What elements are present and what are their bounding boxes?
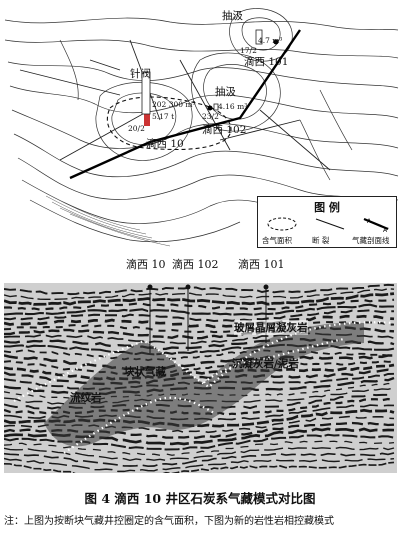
- seismic-reflector-line: [4, 314, 395, 329]
- seismic-reflector-line: [4, 452, 395, 468]
- well-101-column: [255, 29, 263, 45]
- seismic-reflector-line: [4, 461, 395, 473]
- legend-gas-area-symbol: [267, 217, 297, 231]
- seismic-reflector-line: [4, 440, 395, 456]
- figure-note: 注：上图为按断块气藏井控圈定的含气面积，下图为新的岩性岩相控藏模式: [4, 516, 334, 527]
- well-102-marker: [207, 105, 213, 111]
- map-label-well-10: 滴西 10: [146, 138, 184, 150]
- seismic-section: [4, 283, 397, 473]
- map-num-mid-rate: 4.16 m³: [218, 102, 248, 111]
- legend-section-symbol: [363, 217, 389, 231]
- well-name-row: 滴西 10 滴西 102 滴西 101: [0, 256, 400, 272]
- legend-item-fault: 断 裂: [312, 236, 330, 245]
- map-num-left-rate2: 5.17 t: [152, 112, 175, 121]
- seismic-reflector-line: [4, 415, 395, 434]
- seismic-label-tuff: 玻屑晶屑凝灰岩: [234, 320, 308, 335]
- seismic-reflector-line: [4, 363, 395, 381]
- seismic-reflector-line: [4, 326, 395, 340]
- svg-text:A': A': [383, 227, 389, 233]
- legend-symbols: A A': [267, 217, 389, 233]
- map-label-choujie-top: 抽汲: [222, 10, 243, 22]
- seismic-label-rhyolite: 流纹岩: [70, 392, 102, 404]
- map-num-top-code: 17/2: [240, 46, 257, 55]
- map-num-left-rate: 202 300 m³: [152, 100, 196, 109]
- map-label-well-102: 滴西 102: [202, 124, 247, 136]
- seismic-reflector-line: [4, 457, 395, 473]
- well-10-column: [141, 71, 151, 115]
- map-label-well-101: 滴西 101: [244, 56, 289, 68]
- map-label-choujie-mid: 抽汲: [215, 86, 236, 98]
- map-label-zhenfa: 针阀: [130, 68, 151, 80]
- legend-item-gas: 含气面积: [262, 236, 292, 245]
- well-row-102: 滴西 102: [172, 258, 219, 271]
- lithology-boundaries: [13, 321, 395, 454]
- map-num-top-rate: 4.7 m³: [258, 36, 283, 45]
- seismic-reflector-line: [4, 446, 395, 462]
- seismic-reflector-line: [4, 309, 395, 323]
- seismic-reflector-line: [4, 354, 394, 371]
- svg-text:A: A: [367, 218, 372, 225]
- seismic-label-mudstone: 沉凝灰岩/泥岩: [232, 358, 299, 370]
- seismic-reflector-line: [4, 292, 395, 306]
- section-line: [69, 29, 301, 180]
- legend-item-section: 气藏剖面线: [352, 236, 390, 245]
- map-num-left-code: 20/2: [128, 124, 145, 133]
- legend-fault-symbol: [315, 218, 345, 230]
- contour-lines: [4, 8, 399, 243]
- dense-contours: [39, 189, 171, 247]
- figure-caption: 图 4 滴西 10 井区石炭系气藏模式对比图: [84, 491, 316, 506]
- well-101-marker: [273, 39, 279, 45]
- seismic-reflector-line: [4, 349, 395, 362]
- legend-title: 图 例: [314, 201, 340, 214]
- well-102-column: [213, 103, 219, 111]
- well-row-101: 滴西 101: [238, 258, 285, 271]
- well-row-10: 滴西 10: [126, 258, 166, 271]
- well-heads: [147, 284, 269, 290]
- contour-map: [4, 8, 399, 247]
- seismic-reflector-line: [4, 303, 394, 316]
- seismic-reflector-line: [4, 360, 395, 376]
- seismic-reflector-line: [4, 283, 395, 296]
- well-10-marker: [144, 114, 150, 126]
- seismic-reflector-line: [4, 368, 395, 386]
- seismic-reflector-line: [4, 298, 395, 311]
- seismic-label-gas-reservoir: 块状气藏: [124, 366, 166, 378]
- seismic-reflector-line: [4, 320, 395, 334]
- map-num-mid-code: 23/2: [202, 112, 219, 121]
- map-legend: 图 例 A A' 含气面积 断 裂 气藏剖面线: [257, 196, 397, 248]
- gas-area-boundary: [106, 96, 232, 151]
- seismic-reflector-line: [4, 288, 395, 300]
